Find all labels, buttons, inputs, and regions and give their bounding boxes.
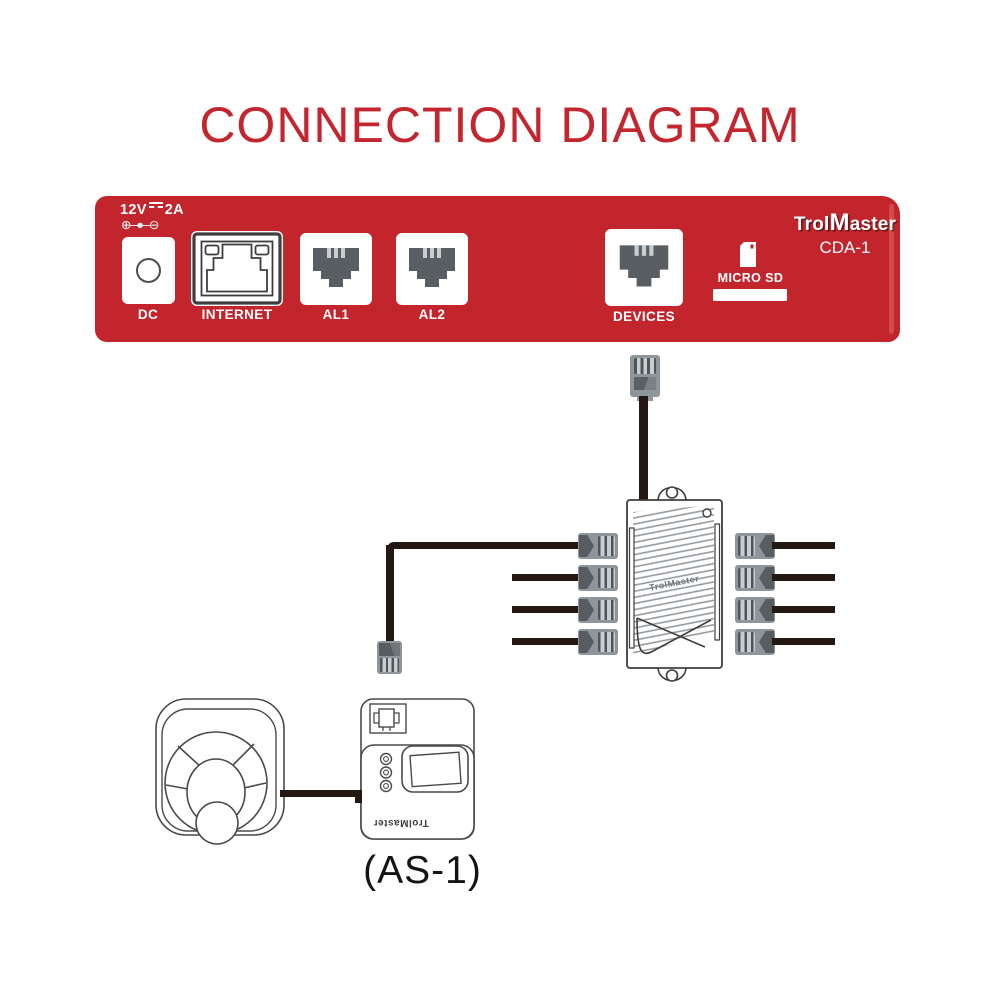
plug-boot	[579, 599, 594, 621]
splitter-hub-graphic: TrolMaster	[626, 486, 723, 682]
cable	[512, 574, 582, 581]
rj45-jack-icon	[192, 232, 282, 305]
internet-port-label: INTERNET	[201, 307, 273, 322]
plug-boot	[579, 567, 594, 589]
sensor-cable	[280, 790, 362, 797]
brand-part3: aster	[849, 214, 897, 235]
plug-boot	[579, 631, 594, 653]
plug-pins	[738, 568, 755, 588]
power-rating-label: 12V 2A	[120, 202, 184, 218]
rj-plug-icon	[578, 565, 618, 591]
page-title: CONNECTION DIAGRAM	[199, 97, 801, 153]
cable	[512, 638, 582, 645]
as1-brand-text: TrolMaster	[373, 817, 429, 828]
plug-pins	[598, 536, 615, 556]
al1-port-label: AL1	[322, 307, 350, 322]
brand-block: TrolMaster CDA-1	[785, 209, 905, 258]
al2-port-label: AL2	[418, 307, 446, 322]
cda1-rear-panel: 12V 2A ⊕–●–⊖ DC INTERNET AL1	[95, 196, 900, 342]
plug-boot	[759, 567, 774, 589]
plug-pins	[598, 568, 615, 588]
power-volts: 12V	[120, 202, 147, 218]
rj-plug-up-icon	[630, 355, 660, 401]
cable	[387, 542, 582, 549]
brand-part2: M	[829, 209, 850, 236]
rj-plug-down-icon	[377, 641, 402, 674]
plug-pins	[634, 358, 656, 374]
brand-logo: TrolMaster	[785, 209, 905, 237]
rj-plug-icon	[735, 629, 775, 655]
microsd-label: MICRO SD	[717, 271, 784, 285]
panel-edge-highlight	[889, 204, 894, 334]
cable	[772, 542, 835, 549]
dc-port	[122, 237, 175, 304]
cable	[772, 638, 835, 645]
rj-plug-icon	[578, 597, 618, 623]
devices-port-label: DEVICES	[612, 309, 676, 324]
as1-caption: (AS-1)	[363, 849, 482, 892]
internet-port	[191, 231, 283, 306]
rj-plug-icon	[735, 533, 775, 559]
plug-pins	[738, 536, 755, 556]
rj11-jack-icon	[409, 247, 455, 287]
plug-pins	[738, 632, 755, 652]
al1-port	[300, 233, 372, 305]
polarity-icon: ⊕–●–⊖	[121, 218, 159, 232]
dc-voltage-icon	[148, 202, 163, 213]
cable	[512, 606, 582, 613]
plug-latch-window	[634, 377, 656, 390]
power-amps: 2A	[164, 202, 184, 218]
cable	[772, 606, 835, 613]
dc-port-label: DC	[137, 307, 159, 322]
rj-plug-icon	[578, 629, 618, 655]
al2-port	[396, 233, 468, 305]
plug-pins	[598, 600, 615, 620]
rj-plug-icon	[735, 597, 775, 623]
dc-jack-icon	[136, 258, 161, 283]
spray-sensor-graphic	[155, 698, 285, 845]
rj11-jack-icon	[313, 247, 359, 287]
microsd-slot	[713, 289, 787, 301]
microsd-icon	[740, 242, 756, 267]
brand-part1: Trol	[793, 214, 830, 235]
plug-pins	[380, 658, 399, 672]
plug-boot	[759, 631, 774, 653]
model-label: CDA-1	[819, 238, 871, 257]
plug-boot	[759, 599, 774, 621]
plug-boot	[379, 643, 400, 656]
as1-device-graphic: TrolMaster	[355, 698, 475, 840]
rj-plug-icon	[578, 533, 618, 559]
plug-boot	[759, 535, 774, 557]
cable	[386, 545, 394, 643]
devices-port	[605, 229, 683, 306]
plug-boot	[579, 535, 594, 557]
cable	[772, 574, 835, 581]
plug-pins	[738, 600, 755, 620]
rj-plug-icon	[735, 565, 775, 591]
uplink-cable	[639, 396, 648, 503]
rj11-jack-icon	[619, 244, 669, 286]
plug-pins	[598, 632, 615, 652]
